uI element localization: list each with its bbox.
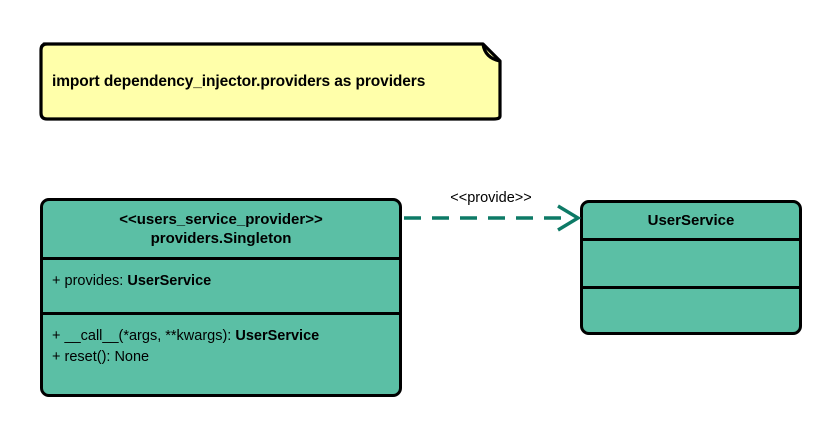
note-text: import dependency_injector.providers as …: [52, 72, 426, 90]
attribute-visibility: +: [52, 273, 61, 289]
dependency-connector[interactable]: [396, 186, 586, 234]
class-attributes: [583, 238, 799, 286]
attribute-label: provides:: [64, 273, 128, 289]
uml-class-users-service-provider[interactable]: <<users_service_provider>> providers.Sin…: [40, 198, 402, 397]
class-methods: + __call__(*args, **kwargs): UserService…: [43, 312, 399, 394]
method-visibility: +: [52, 328, 61, 344]
class-attributes: + provides: UserService: [43, 257, 399, 312]
class-method-row: + __call__(*args, **kwargs): UserService: [52, 326, 390, 347]
method-label: __call__(*args, **kwargs):: [64, 328, 236, 344]
class-attribute-row: + provides: UserService: [52, 271, 390, 292]
uml-note[interactable]: import dependency_injector.providers as …: [38, 41, 503, 122]
class-methods: [583, 286, 799, 332]
attribute-type: UserService: [127, 273, 212, 289]
method-type: UserService: [235, 328, 320, 344]
arrowhead-open-icon: [557, 204, 582, 232]
class-header: <<users_service_provider>> providers.Sin…: [43, 201, 399, 257]
connector-label: <<provide>>: [450, 190, 532, 206]
class-stereotype: <<users_service_provider>>: [119, 210, 323, 228]
note-shape-icon: [39, 42, 502, 121]
class-name: UserService: [647, 211, 735, 229]
class-method-row: + reset(): None: [52, 347, 390, 368]
class-header: UserService: [583, 203, 799, 238]
uml-class-user-service[interactable]: UserService: [580, 200, 802, 335]
method-visibility: +: [52, 348, 61, 365]
class-name: providers.Singleton: [150, 230, 292, 247]
method-label: reset(): None: [64, 348, 150, 365]
